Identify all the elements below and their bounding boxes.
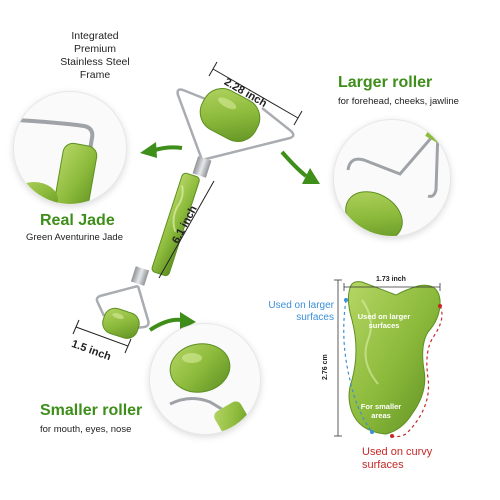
larger-roller-image — [345, 120, 450, 236]
length-dimension-line — [158, 180, 215, 279]
right-usage-line1: Used on curvy — [362, 446, 433, 458]
arrow-to-real-jade — [154, 145, 183, 152]
blue-dashed-curve — [343, 299, 373, 433]
larger-roller-subtitle: for forehead, cheeks, jawline — [338, 96, 459, 107]
gua-sha-width-label: 1.73 inch — [376, 276, 406, 283]
frame-label-line1: Integrated — [71, 30, 119, 42]
left-usage-line1: Used on larger — [268, 300, 334, 311]
smaller-roller-title: Smaller roller — [40, 402, 143, 419]
top-steel-frame — [176, 88, 295, 162]
gua-sha-illustration — [334, 279, 443, 438]
gua-sha-height-label: 2.76 cm — [322, 354, 329, 380]
larger-roller-title: Larger roller — [338, 74, 433, 91]
left-usage-label: Used on larger surfaces — [246, 300, 334, 324]
gua-sha-width-line — [343, 283, 441, 291]
gua-sha-inner-top: Used on larger surfaces — [357, 312, 411, 330]
smaller-roller-subtitle: for mouth, eyes, nose — [40, 424, 132, 435]
frame-label-line4: Frame — [79, 69, 111, 81]
arrow-head-real-jade — [140, 142, 157, 158]
frame-detail-circle — [14, 92, 126, 204]
smaller-roller-image — [169, 343, 256, 434]
real-jade-title: Real Jade — [40, 212, 115, 229]
bottom-width-dimension-line — [72, 319, 132, 354]
larger-roller-circle — [334, 120, 450, 236]
right-usage-label: Used on curvy surfaces — [362, 446, 432, 472]
frame-label: Integrated Premium Stainless Steel Frame — [40, 30, 150, 82]
arrow-head-smaller-roller — [180, 312, 196, 330]
frame-label-line3: Stainless Steel — [60, 56, 130, 68]
arrow-head-larger-roller — [302, 168, 320, 184]
frame-detail-image — [14, 118, 98, 204]
bottom-steel-frame — [95, 284, 150, 330]
bottom-collar — [130, 266, 150, 286]
frame-label-line2: Premium — [73, 43, 116, 55]
right-usage-line2: surfaces — [362, 459, 404, 471]
smaller-roller-circle — [150, 324, 260, 434]
gua-sha-height-line — [334, 279, 342, 437]
left-usage-line2: surfaces — [296, 312, 334, 323]
small-jade-roller — [102, 307, 140, 339]
top-collar — [192, 156, 212, 178]
top-width-dimension-line — [208, 61, 303, 126]
large-jade-roller — [199, 88, 261, 142]
arrow-to-larger-roller — [280, 150, 308, 178]
jade-handle — [151, 172, 200, 277]
arrow-to-smaller-roller — [148, 317, 183, 332]
gua-sha-inner-bottom: For smaller areas — [360, 402, 402, 420]
real-jade-subtitle: Green Aventurine Jade — [26, 232, 124, 243]
